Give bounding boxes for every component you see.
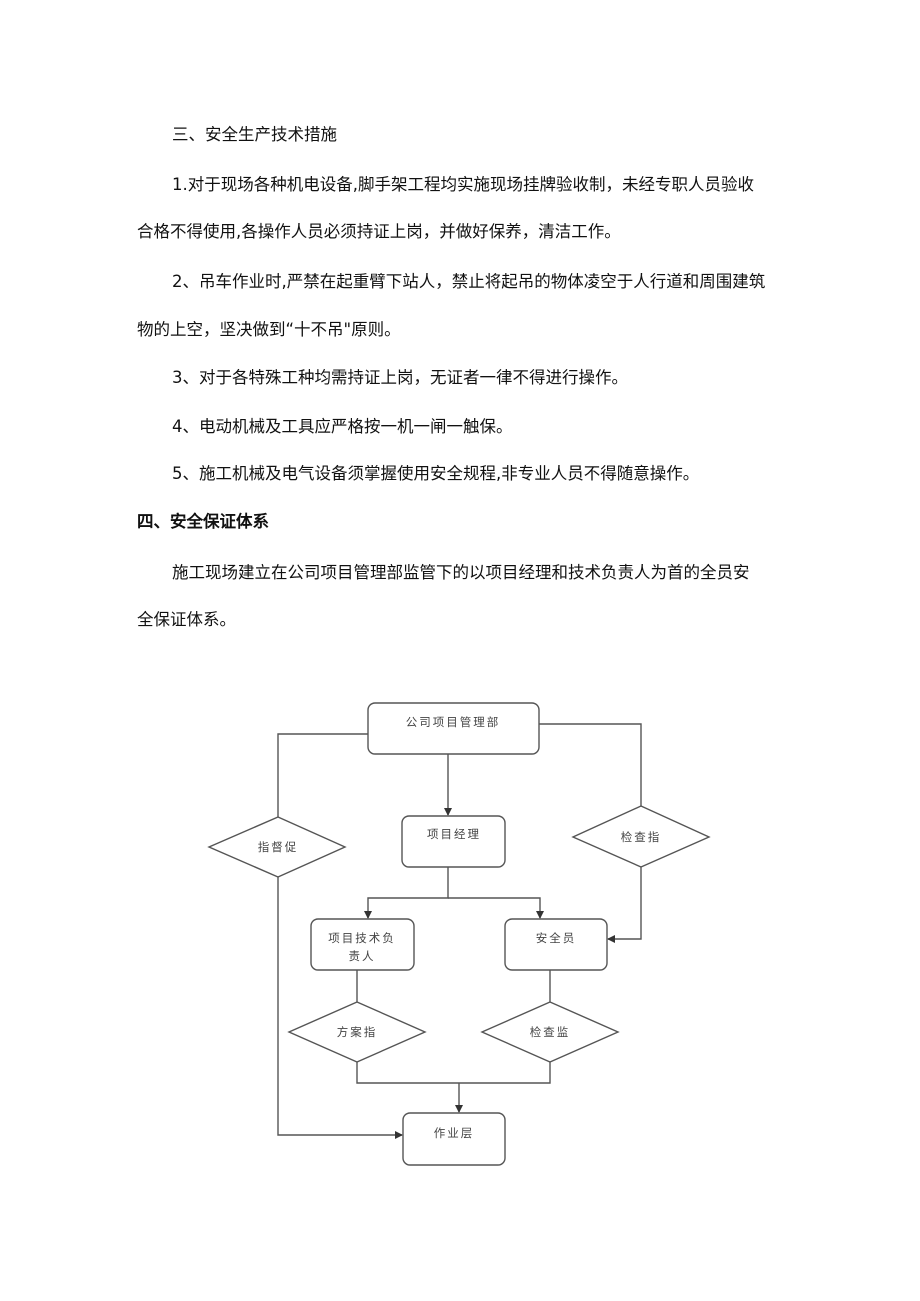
box-project-manager [401, 815, 506, 868]
connector-right-safety [607, 867, 642, 943]
connector-left-worker [277, 877, 403, 1139]
box-safety-officer-label: 安全员 [536, 931, 577, 945]
box-company-pm-dept [367, 702, 540, 755]
connector-pm-split [364, 867, 449, 919]
para-line1: 施工现场建立在公司项目管理部监管下的以项目经理和技术负责人为首的全员安 [172, 563, 750, 582]
item3: 3、对于各特殊工种均需持证上岗，无证者一律不得进行操作。 [172, 368, 628, 387]
box-tech-lead [310, 918, 415, 971]
box-work-layer-label: 作业层 [434, 1126, 475, 1140]
box-tech-lead-label-1: 项目技术负 [328, 931, 396, 945]
item2-line2: 物的上空，坚决做到“十不吊"原则。 [137, 320, 401, 339]
item2-line1: 2、吊车作业时,严禁在起重臂下站人，禁止将起吊的物体凌空于人行道和周围建筑 [172, 272, 766, 291]
diamond-supervise [207, 816, 347, 878]
diamond-plan-guide [287, 1001, 427, 1063]
item1-line1: 1.对于现场各种机电设备,脚手架工程均实施现场挂牌验收制，未经专职人员验收 [172, 175, 754, 194]
item1-line2: 合格不得使用,各操作人员必须持证上岗，并做好保养，清洁工作。 [137, 222, 621, 241]
diamond-supervise-label: 指督促 [258, 840, 299, 854]
section4-heading: 四、安全保证体系 [137, 512, 269, 531]
connector-pm-safety [448, 897, 544, 919]
diamond-check-guide-label: 检查指 [621, 830, 662, 844]
box-safety-officer [504, 918, 608, 971]
diamond-plan-guide-label: 方案指 [337, 1025, 378, 1039]
connector-merge [356, 1062, 551, 1084]
section3-heading: 三、安全生产技术措施 [172, 125, 337, 144]
diamond-inspect-label: 检查监 [530, 1025, 571, 1039]
item4: 4、电动机械及工具应严格按一机一闸一触保。 [172, 417, 513, 436]
connector-top-left [277, 733, 368, 817]
para-line2: 全保证体系。 [137, 610, 236, 629]
connector-top-right [539, 723, 642, 806]
diamond-inspect [480, 1001, 620, 1063]
box-tech-lead-label-2: 责人 [349, 949, 376, 963]
box-company-pm-dept-label: 公司项目管理部 [406, 715, 501, 729]
box-work-layer [402, 1112, 506, 1166]
diamond-check-guide [571, 805, 711, 868]
item5: 5、施工机械及电气设备须掌握使用安全规程,非专业人员不得随意操作。 [172, 464, 700, 483]
box-project-manager-label: 项目经理 [427, 827, 481, 841]
